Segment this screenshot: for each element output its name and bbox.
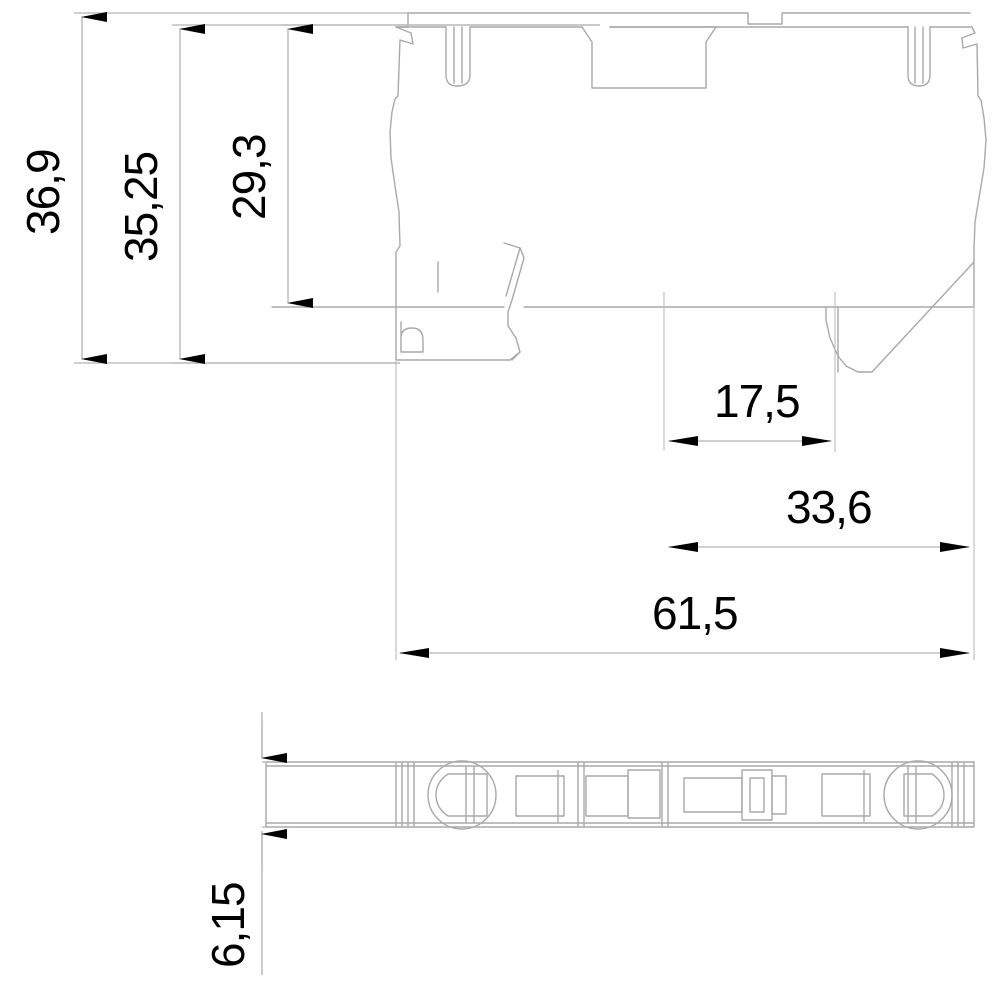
vertical-dimension-arrows (81, 11, 313, 364)
horizontal-dimension-arrows (399, 436, 970, 658)
dimension-label-6-15: 6,15 (202, 882, 254, 968)
bottom-view-outline (265, 760, 975, 830)
side-view-outline (271, 12, 987, 661)
dimension-label-61-5: 61,5 (652, 587, 739, 639)
dimension-label-35-25: 35,25 (115, 151, 167, 262)
dimension-label-17-5: 17,5 (714, 375, 801, 427)
bottom-view-dimension (261, 712, 290, 975)
dimension-label-36-9: 36,9 (17, 149, 69, 235)
dimension-label-29-3: 29,3 (223, 134, 275, 220)
dimension-label-33-6: 33,6 (786, 481, 873, 533)
